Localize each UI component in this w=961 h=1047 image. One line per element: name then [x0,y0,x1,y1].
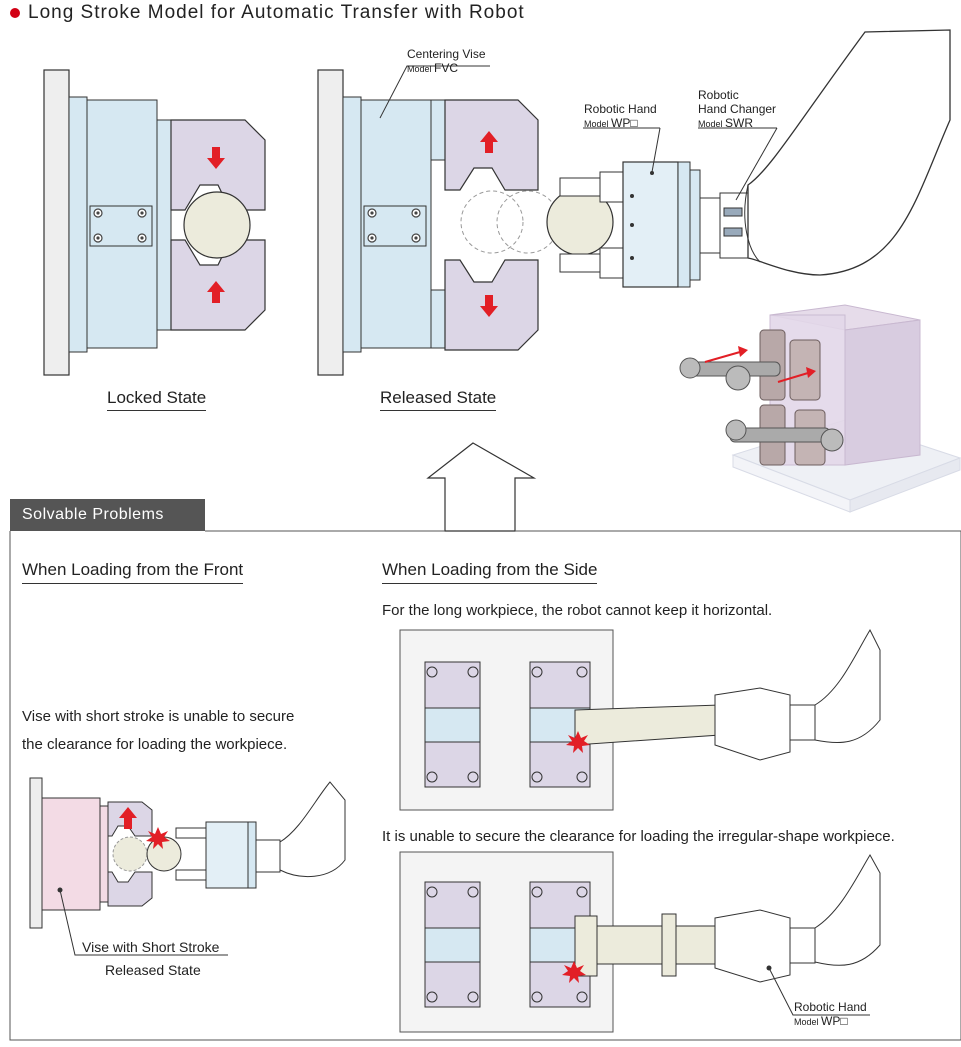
vise-3d-illustration [679,304,961,513]
released-state-diagram [317,29,951,376]
vise-pair-left [424,661,481,788]
side-loading-diagram-1 [399,628,881,811]
problems-panel-frame [9,530,961,1041]
front-loading-heading: When Loading from the Front [22,560,244,584]
released-state-label: Released State [380,388,497,411]
page-title: Long Stroke Model for Automatic Transfer… [10,2,525,24]
side-loading-heading: When Loading from the Side [382,560,598,584]
front-loading-text: Vise with short stroke is unable to secu… [22,708,295,753]
side-loading-text-1: For the long workpiece, the robot cannot… [382,602,773,619]
locked-state-label: Locked State [107,388,207,411]
flow-up-arrow [426,442,537,532]
hand-changer-callout: Robotic Hand Changer Model SWR [698,88,777,130]
side-robotic-hand-callout: Robotic Hand Model WP□ [794,1000,867,1028]
robotic-hand-callout: Robotic Hand Model WP□ [584,102,657,130]
centering-vise-callout: Centering Vise Model FVC [407,47,486,75]
bullet-icon [10,8,20,18]
locked-state-diagram [43,69,266,376]
short-stroke-caption-2: Released State [105,962,201,978]
short-stroke-caption-1: Vise with Short Stroke [82,939,220,955]
side-loading-diagram-2 [399,851,881,1033]
front-loading-diagram [29,777,346,956]
solvable-problems-tab: Solvable Problems [10,499,205,531]
side-loading-text-2: It is unable to secure the clearance for… [382,828,895,845]
